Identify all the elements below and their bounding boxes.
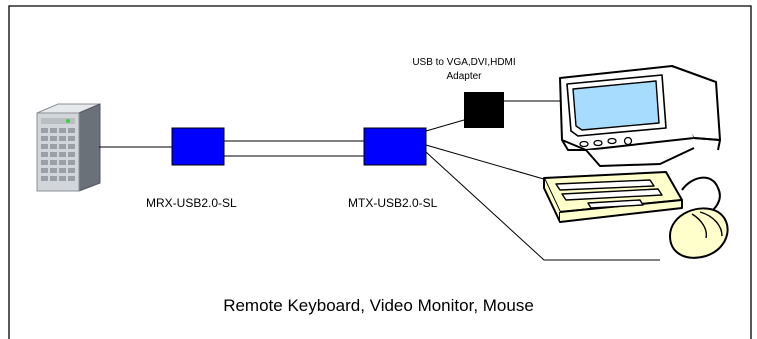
mtx-transmitter-label: MTX-USB2.0-SL	[348, 196, 438, 210]
crt-monitor-icon	[559, 65, 721, 167]
mrx-receiver-label: MRX-USB2.0-SL	[146, 196, 237, 210]
mouse-cord	[681, 176, 721, 213]
server-tower-icon	[36, 103, 101, 192]
usb-video-adapter-box	[464, 92, 504, 128]
adapter-label: USB to VGA,DVI,HDMI Adapter	[412, 57, 516, 82]
keyboard-icon	[543, 171, 683, 223]
diagram-caption: Remote Keyboard, Video Monitor, Mouse	[223, 296, 534, 315]
cable-mtx-mouse	[425, 151, 660, 261]
diagram-frame	[8, 5, 752, 339]
mrx-receiver-box	[171, 127, 225, 166]
mtx-transmitter-box	[363, 127, 427, 166]
mouse-icon	[668, 207, 729, 259]
cable-mtx-adapter	[425, 119, 465, 132]
